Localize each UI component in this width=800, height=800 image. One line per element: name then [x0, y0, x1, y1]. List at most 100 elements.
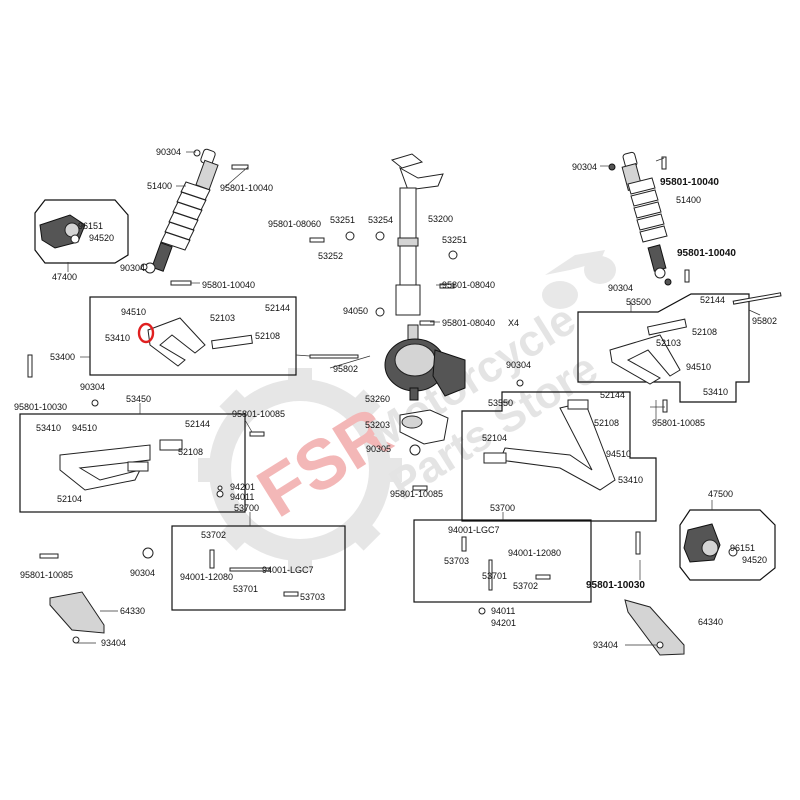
label-52144: 52144 [700, 295, 725, 305]
label-95801-10040: 95801-10040 [660, 177, 719, 188]
label-94001-12080: 94001-12080 [508, 548, 561, 558]
label-93404: 93404 [101, 638, 126, 648]
label-94201: 94201 [491, 618, 516, 628]
group-box-53550 [461, 391, 657, 522]
label-52104: 52104 [57, 494, 82, 504]
gear-icon [198, 368, 402, 572]
label-52144: 52144 [185, 419, 210, 429]
label-95801-10085: 95801-10085 [652, 418, 705, 428]
right-upper-a-arm [609, 318, 688, 385]
left-shock-absorber [144, 148, 219, 274]
label-90304: 90304 [120, 263, 145, 273]
label-94510: 94510 [121, 307, 146, 317]
label-90304: 90304 [506, 360, 531, 370]
label-52144: 52144 [265, 303, 290, 313]
group-box-53450 [19, 413, 246, 513]
label-94520: 94520 [89, 233, 114, 243]
group-box-47400 [34, 199, 129, 264]
label-52108: 52108 [594, 418, 619, 428]
label-95801-10040: 95801-10040 [220, 183, 273, 193]
label-53203: 53203 [365, 420, 390, 430]
label-64340: 64340 [698, 617, 723, 627]
label-95801-08060: 95801-08060 [268, 219, 321, 229]
label-95801-10085: 95801-10085 [390, 489, 443, 499]
group-box-53700b [413, 519, 592, 603]
label-51400: 51400 [676, 195, 701, 205]
label-95801-10040: 95801-10040 [202, 280, 255, 290]
right-shock-absorber [621, 151, 668, 279]
label-95801-10085: 95801-10085 [20, 570, 73, 580]
group-box-53400 [89, 296, 297, 376]
label-94011: 94011 [230, 492, 254, 502]
label-95801-08040: 95801-08040 [442, 280, 495, 290]
left-lower-a-arm [59, 439, 183, 491]
label-96151: 96151 [78, 221, 103, 231]
label-94011: 94011 [491, 606, 515, 616]
label-94050: 94050 [343, 306, 368, 316]
label-94001-lgc7: 94001-LGC7 [262, 565, 314, 575]
label-52108: 52108 [255, 331, 280, 341]
label-53200: 53200 [428, 214, 453, 224]
label-94001-12080: 94001-12080 [180, 572, 233, 582]
label-52108: 52108 [178, 447, 203, 457]
label-53550: 53550 [488, 398, 513, 408]
label-94201: 94201 [230, 482, 255, 492]
label-47500: 47500 [708, 489, 733, 499]
steering-column [390, 153, 444, 316]
right-knuckle [683, 523, 738, 563]
label-95801-10030: 95801-10030 [14, 402, 67, 412]
label-95801-10030: 95801-10030 [586, 580, 645, 591]
leader-lines [67, 151, 761, 646]
label-53701: 53701 [233, 584, 258, 594]
label-51400: 51400 [147, 181, 172, 191]
label-53703: 53703 [300, 592, 325, 602]
label-52108: 52108 [692, 327, 717, 337]
left-guard [49, 591, 105, 634]
label-95802: 95802 [333, 364, 358, 374]
label-95801-10040: 95801-10040 [677, 248, 736, 259]
label-53500: 53500 [626, 297, 651, 307]
label-x4: X4 [508, 318, 519, 328]
label-96151: 96151 [730, 543, 755, 553]
label-53400: 53400 [50, 352, 75, 362]
label-53410: 53410 [105, 333, 130, 343]
label-53410: 53410 [36, 423, 61, 433]
label-53702: 53702 [513, 581, 538, 591]
label-90304: 90304 [80, 382, 105, 392]
label-94001-lgc7: 94001-LGC7 [448, 525, 500, 535]
label-94510: 94510 [686, 362, 711, 372]
label-95802: 95802 [752, 316, 777, 326]
label-52144: 52144 [600, 390, 625, 400]
label-94510: 94510 [72, 423, 97, 433]
label-52103: 52103 [210, 313, 235, 323]
label-90304: 90304 [130, 568, 155, 578]
left-upper-a-arm [137, 317, 253, 367]
label-53700: 53700 [490, 503, 515, 513]
label-53700: 53700 [234, 503, 259, 513]
label-53254: 53254 [368, 215, 393, 225]
label-53410: 53410 [703, 387, 728, 397]
label-95801-08040: 95801-08040 [442, 318, 495, 328]
highlight-ring [137, 322, 155, 344]
label-90304: 90304 [572, 162, 597, 172]
label-95801-10085: 95801-10085 [232, 409, 285, 419]
label-90305: 90305 [366, 444, 391, 454]
part-labels: 90304 51400 95801-10040 96151 94520 4740… [14, 147, 777, 650]
label-93404: 93404 [593, 640, 618, 650]
steering-gearbox [384, 324, 466, 445]
bolts [27, 156, 782, 597]
label-53701: 53701 [482, 571, 507, 581]
label-90304: 90304 [608, 283, 633, 293]
label-90304: 90304 [156, 147, 181, 157]
label-52103: 52103 [656, 338, 681, 348]
atv-icon [542, 250, 616, 309]
label-53703: 53703 [444, 556, 469, 566]
label-47400: 47400 [52, 272, 77, 282]
label-53252: 53252 [318, 251, 343, 261]
label-94520: 94520 [742, 555, 767, 565]
group-box-53700a [171, 525, 346, 611]
label-53450: 53450 [126, 394, 151, 404]
label-94510: 94510 [606, 449, 631, 459]
left-knuckle [39, 214, 86, 249]
